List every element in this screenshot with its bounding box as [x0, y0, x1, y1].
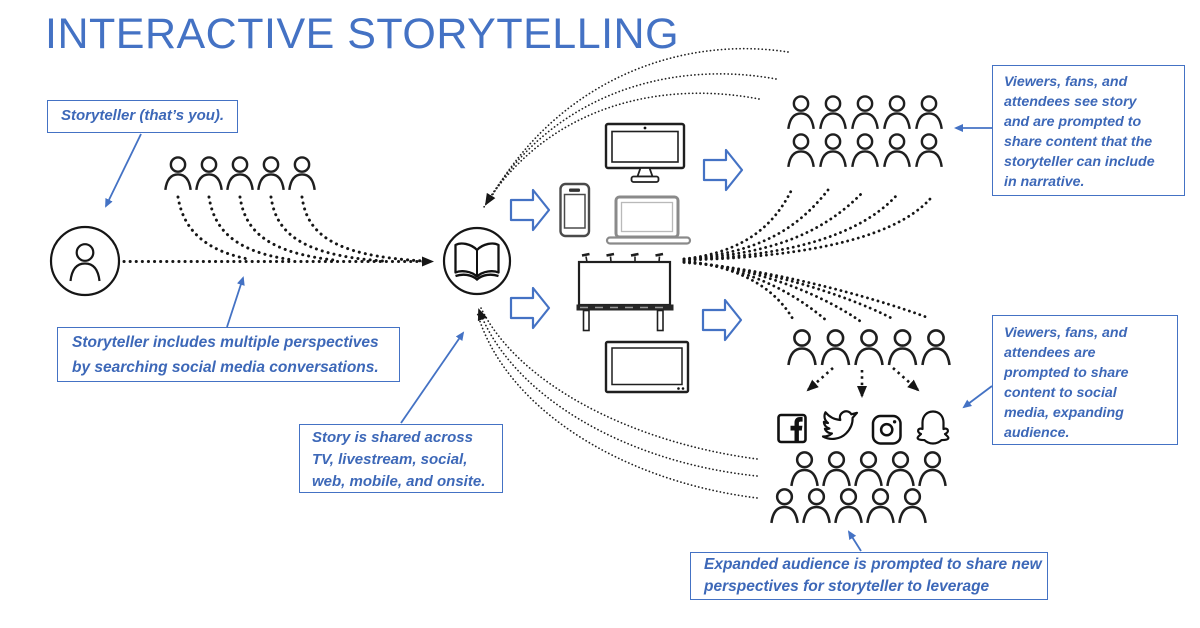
- smartphone-icon: [559, 182, 591, 238]
- person-icon: [822, 451, 851, 488]
- person-icon: [866, 488, 895, 525]
- viewers-right-callout-arrow: [962, 385, 993, 409]
- perspectives-callout-arrow: [226, 276, 245, 328]
- feedback-curves-bottom: [476, 307, 758, 499]
- person-icon: [288, 156, 316, 192]
- audience-top-group-row1: [787, 95, 943, 131]
- storyteller-callout-arrow: [105, 133, 142, 208]
- person-icon: [883, 133, 911, 169]
- broadcast-fan-curves: [682, 185, 932, 323]
- person-icon: [886, 451, 915, 488]
- person-icon: [787, 329, 817, 367]
- feedback-curves-top: [483, 47, 789, 208]
- expanded-audience-callout: Expanded audience is prompted to share n…: [690, 552, 1048, 600]
- person-icon: [226, 156, 254, 192]
- person-icon: [834, 488, 863, 525]
- person-icon: [918, 451, 947, 488]
- book-to-devices-arrow-bottom: [509, 286, 551, 330]
- person-icon: [787, 133, 815, 169]
- laptop-icon: [605, 195, 692, 245]
- viewers-top-callout: Viewers, fans, and attendees see story a…: [992, 65, 1185, 196]
- audience-bottom-group-row1: [790, 451, 947, 488]
- twitter-icon: [821, 410, 859, 440]
- audience-bottom-group-row2: [770, 488, 927, 525]
- share-to-social-arrows: [806, 367, 920, 398]
- page-title: INTERACTIVE STORYTELLING: [45, 10, 680, 58]
- person-icon: [854, 329, 884, 367]
- person-icon: [819, 95, 847, 131]
- storyteller-callout: Storyteller (that’s you).: [47, 100, 238, 133]
- person-icon: [898, 488, 927, 525]
- story-book-icon: [442, 226, 512, 296]
- perspectives-callout: Storyteller includes multiple perspectiv…: [57, 327, 400, 382]
- instagram-icon: [871, 414, 902, 445]
- person-icon: [802, 488, 831, 525]
- audience-middle-group: [787, 329, 951, 367]
- desktop-monitor-icon: [604, 122, 686, 183]
- viewers-right-callout: Viewers, fans, and attendees are prompte…: [992, 315, 1178, 445]
- contributors-group: [164, 156, 316, 192]
- callout-pointer-arrows: [105, 124, 993, 552]
- share-channels-callout: Story is shared across TV, livestream, s…: [299, 424, 503, 493]
- share-callout-arrow: [400, 331, 465, 424]
- person-icon: [195, 156, 223, 192]
- person-icon: [921, 329, 951, 367]
- devices-to-audience-arrow-bottom: [701, 298, 743, 342]
- person-icon: [770, 488, 799, 525]
- tv-icon: [604, 340, 690, 394]
- person-icon: [790, 451, 819, 488]
- flow-block-arrows: [509, 148, 744, 342]
- person-icon: [787, 95, 815, 131]
- person-icon: [887, 329, 918, 367]
- audience-top-group-row2: [787, 133, 943, 169]
- person-icon: [820, 329, 851, 367]
- person-icon: [819, 133, 847, 169]
- social-icons-row: [777, 410, 950, 445]
- expanded-callout-arrow: [847, 530, 862, 552]
- devices-to-audience-arrow-top: [702, 148, 744, 192]
- person-icon: [915, 133, 943, 169]
- person-icon: [257, 156, 285, 192]
- person-icon: [883, 95, 911, 131]
- billboard-screen-icon: [576, 252, 674, 332]
- person-icon: [851, 133, 879, 169]
- storyteller-icon: [49, 225, 121, 297]
- person-icon: [164, 156, 192, 192]
- person-icon: [915, 95, 943, 131]
- facebook-icon: [777, 413, 807, 444]
- snapchat-icon: [916, 410, 950, 445]
- contributor-fan-curves: [176, 195, 426, 263]
- book-to-devices-arrow-top: [509, 188, 551, 232]
- person-icon: [851, 95, 879, 131]
- person-icon: [854, 451, 883, 488]
